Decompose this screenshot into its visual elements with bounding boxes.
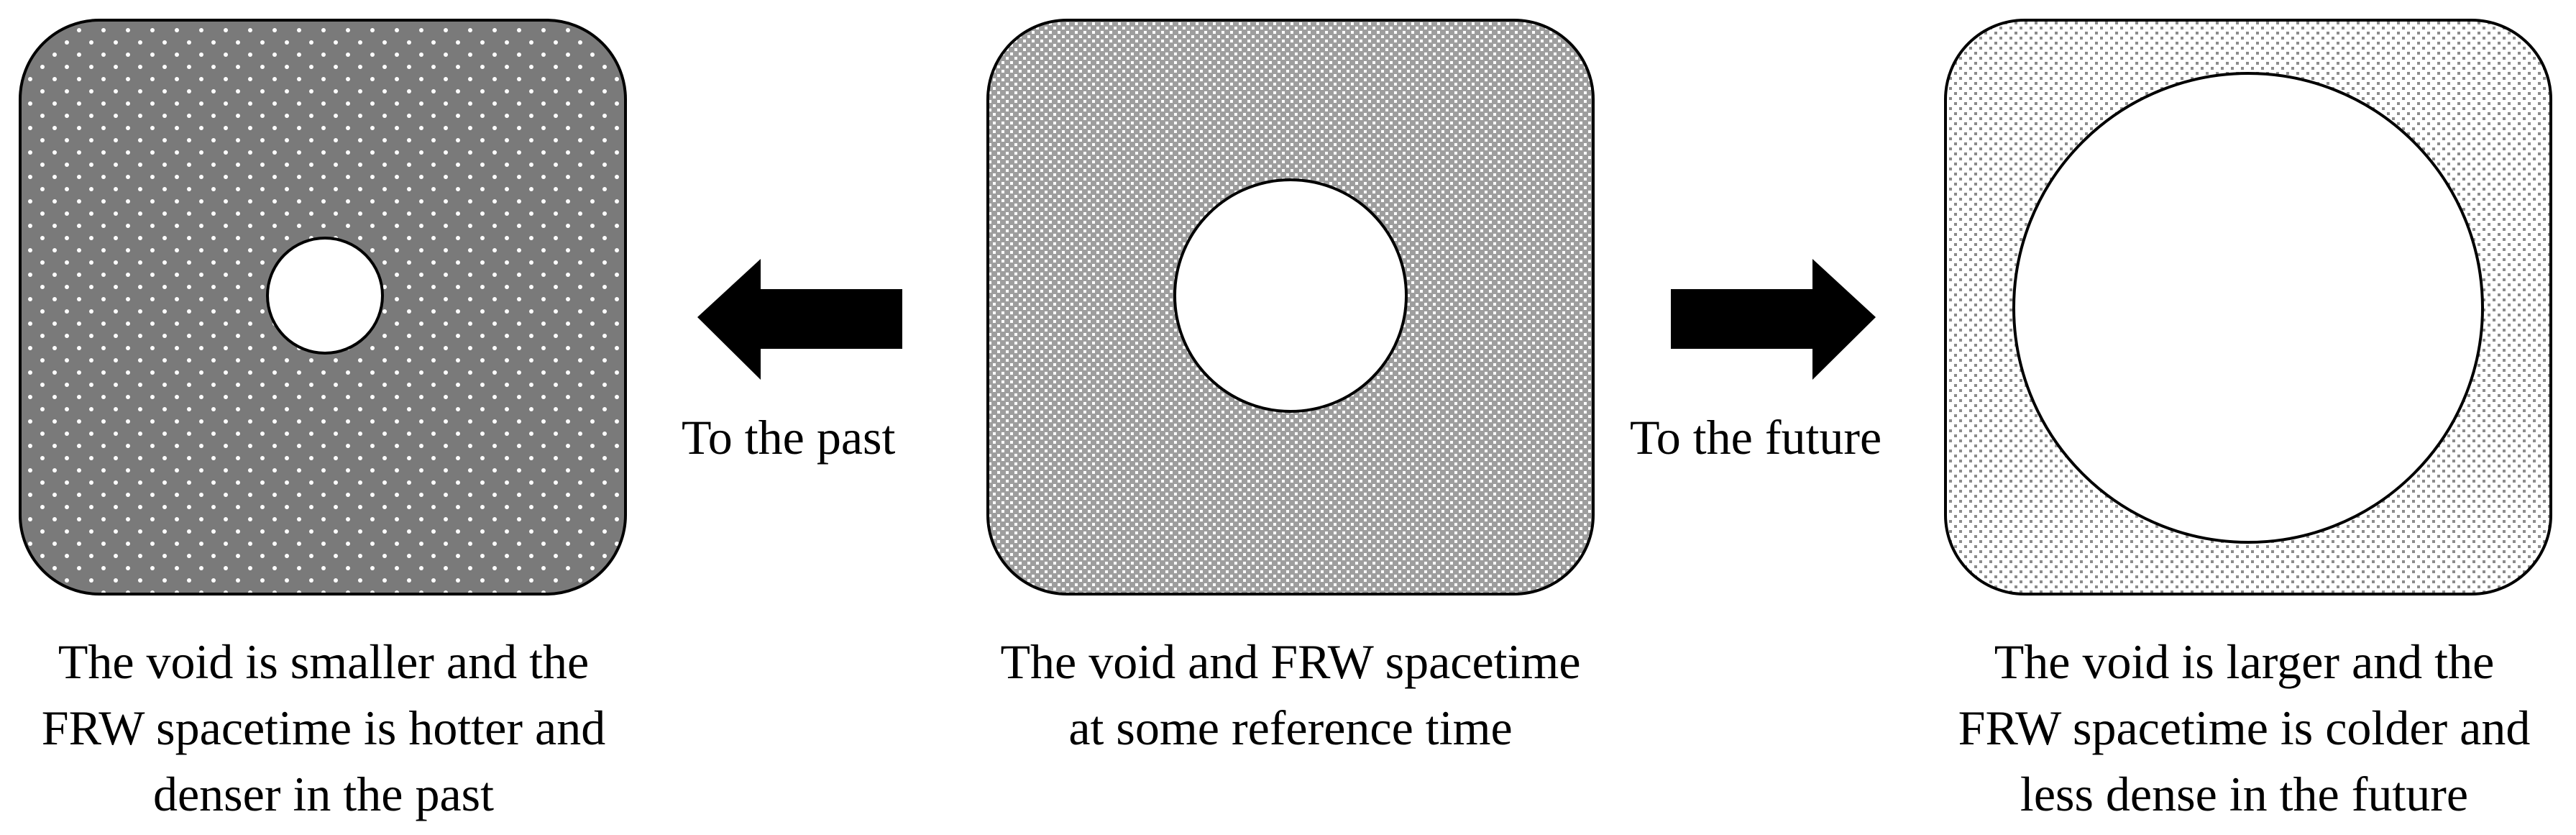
reference-caption: The void and FRW spacetime at some refer… bbox=[931, 629, 1650, 761]
reference-void-circle bbox=[1173, 178, 1408, 413]
future-arrow-label: To the future bbox=[1630, 410, 1882, 465]
future-caption-line: The void is larger and the bbox=[1994, 634, 2495, 689]
reference-caption-line: at some reference time bbox=[1068, 701, 1513, 755]
past-arrow-label: To the past bbox=[682, 410, 896, 465]
future-caption-line: FRW spacetime is colder and bbox=[1958, 701, 2531, 755]
future-void-circle bbox=[2012, 72, 2484, 544]
future-arrow-icon bbox=[1671, 259, 1876, 380]
past-caption-line: denser in the past bbox=[153, 767, 494, 821]
reference-caption-line: The void and FRW spacetime bbox=[1000, 634, 1581, 689]
past-void-circle bbox=[266, 237, 384, 355]
reference-panel bbox=[986, 19, 1595, 596]
future-panel bbox=[1944, 19, 2552, 596]
past-caption: The void is smaller and the FRW spacetim… bbox=[0, 629, 647, 827]
future-caption: The void is larger and the FRW spacetime… bbox=[1912, 629, 2576, 827]
past-caption-line: The void is smaller and the bbox=[58, 634, 590, 689]
future-caption-line: less dense in the future bbox=[2020, 767, 2469, 821]
past-arrow-icon bbox=[697, 259, 902, 380]
past-caption-line: FRW spacetime is hotter and bbox=[41, 701, 606, 755]
past-panel bbox=[19, 19, 627, 596]
